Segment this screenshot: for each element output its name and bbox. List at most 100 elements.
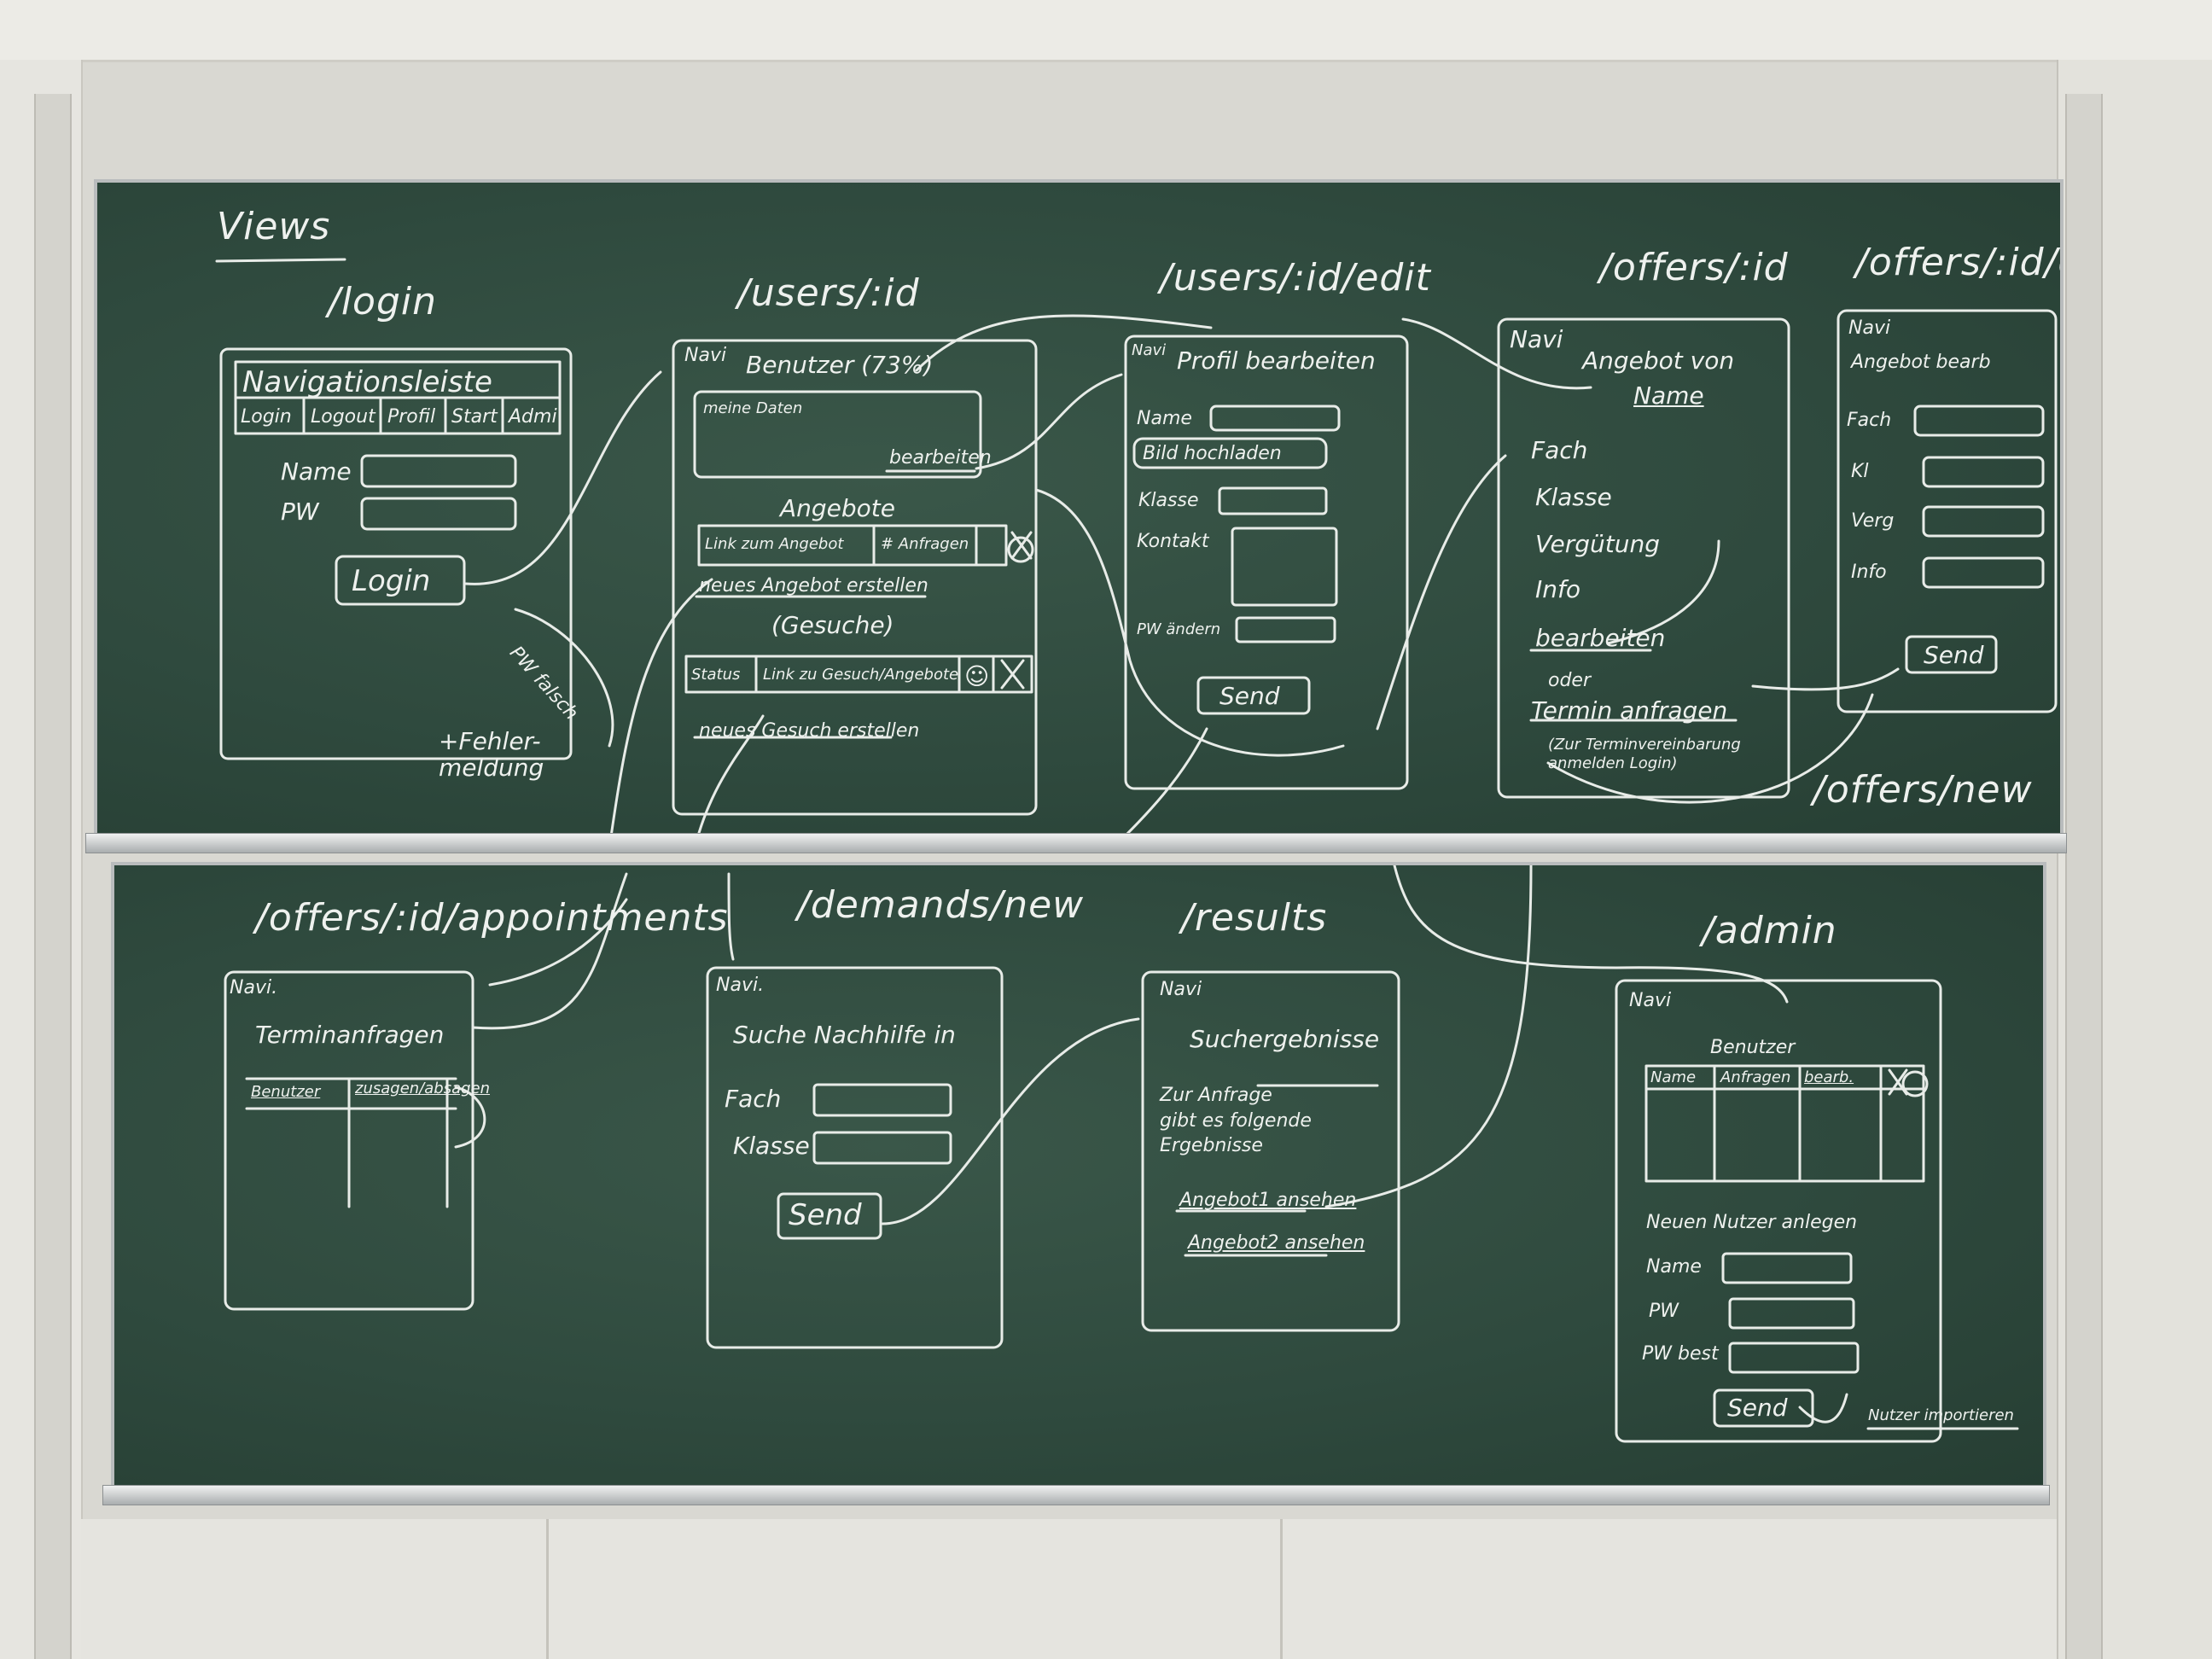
chalkboard-bottom: /offers/:id/appointments Navi. Terminanf…	[111, 862, 2046, 1492]
sketch-lines-bottom	[224, 865, 2019, 1443]
wall-panel-divider	[546, 1519, 549, 1659]
sketch-lines-top	[215, 258, 2058, 840]
offer-or-label: oder	[1548, 670, 1592, 691]
login-button[interactable]: Login	[352, 564, 431, 598]
results-nav[interactable]: Navi	[1160, 979, 1202, 1000]
offer-edit-subject-input[interactable]	[1915, 406, 2043, 435]
login-name-field[interactable]	[362, 456, 515, 486]
edit-contact-label: Kontakt	[1137, 531, 1209, 552]
admin-pw-label: PW	[1649, 1301, 1679, 1322]
route-results: /results	[1181, 896, 1328, 940]
chalk-tray-bottom	[102, 1485, 2050, 1505]
offer-edit-info-input[interactable]	[1924, 558, 2043, 587]
admin-col-name: Name	[1650, 1068, 1697, 1086]
user-nav[interactable]: Navi	[684, 345, 727, 366]
ceiling	[0, 0, 2212, 62]
edit-nav[interactable]: Navi	[1132, 341, 1167, 359]
route-demands-new: /demands/new	[797, 883, 1085, 927]
offer-edit-class-input[interactable]	[1924, 457, 2043, 486]
results-title: Suchergebnisse	[1190, 1025, 1380, 1053]
login-pw-field[interactable]	[362, 498, 515, 529]
route-offer-edit: /offers/:id/edit	[1855, 241, 2060, 284]
offer-edit-field-payment: Verg	[1851, 510, 1895, 532]
edit-contact-field[interactable]	[1232, 528, 1336, 605]
admin-pw-confirm-label: PW best	[1642, 1343, 1719, 1365]
upload-image-button[interactable]: Bild hochladen	[1143, 443, 1282, 464]
offer-title: Angebot von	[1582, 346, 1735, 375]
results-text: Zur Anfrage gibt es folgende Ergebnisse	[1160, 1085, 1312, 1157]
nav-item-logout[interactable]: Logout	[311, 406, 375, 428]
login-name-label: Name	[281, 457, 352, 486]
offer-edit-title: Angebot bearb	[1851, 352, 1991, 373]
offer-title-name: Name	[1633, 381, 1704, 410]
edit-title: Profil bearbeiten	[1177, 346, 1376, 375]
nav-item-login[interactable]: Login	[241, 406, 292, 428]
nav-item-start[interactable]: Start	[451, 406, 498, 428]
edit-class-label: Klasse	[1138, 490, 1199, 511]
new-offer-link[interactable]: neues Angebot erstellen	[699, 575, 928, 597]
appointments-title: Terminanfragen	[255, 1021, 445, 1049]
nav-item-profil[interactable]: Profil	[387, 406, 436, 428]
offer-edit-field-class: Kl	[1851, 461, 1869, 482]
appointments-nav[interactable]: Navi.	[230, 977, 278, 998]
offer-edit-link[interactable]: bearbeiten	[1535, 624, 1666, 652]
import-users-link[interactable]: Nutzer importieren	[1868, 1406, 2014, 1424]
views-title: Views	[217, 205, 331, 248]
route-login: /login	[328, 280, 438, 323]
login-hint-note: (Zur Terminvereinbarung anmelden Login)	[1548, 736, 1741, 772]
wall-panel-divider	[1280, 1519, 1283, 1659]
admin-nav[interactable]: Navi	[1629, 990, 1672, 1011]
edit-name-label: Name	[1137, 408, 1192, 429]
edit-pw-field[interactable]	[1237, 618, 1335, 642]
edit-send-button[interactable]: Send	[1220, 682, 1280, 710]
route-offer: /offers/:id	[1599, 246, 1789, 289]
request-appointment-link[interactable]: Termin anfragen	[1531, 696, 1728, 725]
admin-pw-confirm-input[interactable]	[1730, 1343, 1858, 1372]
demand-title: Suche Nachhilfe in	[733, 1021, 956, 1049]
requests-col-status: Status	[691, 666, 741, 684]
admin-new-user-heading: Neuen Nutzer anlegen	[1646, 1212, 1858, 1233]
chalk-tray-top	[85, 833, 2067, 853]
route-offer-new: /offers/new	[1813, 768, 2033, 812]
error-message-note: +Fehler- meldung	[439, 727, 544, 782]
offer-nav[interactable]: Navi	[1510, 325, 1563, 353]
admin-users-heading: Benutzer	[1710, 1037, 1796, 1058]
route-user: /users/:id	[737, 271, 920, 315]
demand-class-input[interactable]	[814, 1132, 951, 1163]
login-pw-label: PW	[281, 498, 319, 526]
admin-col-requests: Anfragen	[1720, 1068, 1791, 1086]
admin-send-button[interactable]: Send	[1727, 1394, 1788, 1422]
admin-name-input[interactable]	[1723, 1254, 1851, 1283]
admin-pw-input[interactable]	[1730, 1299, 1854, 1328]
lower-wall	[81, 1519, 2057, 1659]
route-user-edit: /users/:id/edit	[1160, 256, 1431, 300]
offers-col-link: Link zum Angebot	[705, 535, 844, 553]
offers-col-requests: # Anfragen	[881, 535, 969, 553]
admin-col-edit: bearb.	[1804, 1068, 1854, 1086]
nav-item-admin[interactable]: Admi	[509, 406, 557, 428]
offer-edit-send-button[interactable]: Send	[1924, 641, 1984, 669]
demand-nav[interactable]: Navi.	[716, 975, 765, 996]
nav-bar-title: Navigationsleiste	[242, 365, 492, 399]
demand-send-button[interactable]: Send	[789, 1198, 862, 1232]
offers-heading: Angebote	[780, 494, 896, 522]
offer-edit-field-info: Info	[1851, 562, 1887, 583]
demand-subject-input[interactable]	[814, 1085, 951, 1115]
user-edit-link[interactable]: bearbeiten	[889, 447, 992, 469]
edit-class-field[interactable]	[1220, 488, 1326, 514]
offer-edit-nav[interactable]: Navi	[1848, 317, 1891, 339]
offer-field-subject: Fach	[1531, 436, 1588, 464]
offer-edit-payment-input[interactable]	[1924, 507, 2043, 536]
smiley-icon[interactable]: ☺	[964, 662, 990, 690]
demand-subject-label: Fach	[725, 1085, 782, 1113]
appointments-col-accept: zusagen/absagen	[355, 1080, 491, 1097]
my-data-label: meine Daten	[703, 399, 803, 417]
result-link-1[interactable]: Angebot1 ansehen	[1179, 1190, 1357, 1211]
result-link-2[interactable]: Angebot2 ansehen	[1188, 1232, 1365, 1254]
new-request-link[interactable]: neues Gesuch erstellen	[699, 720, 920, 742]
edit-name-field[interactable]	[1211, 406, 1339, 430]
offer-field-payment: Vergütung	[1535, 530, 1661, 558]
appointments-col-user: Benutzer	[251, 1083, 321, 1101]
requests-heading: (Gesuche)	[771, 611, 894, 639]
route-admin: /admin	[1702, 909, 1837, 952]
